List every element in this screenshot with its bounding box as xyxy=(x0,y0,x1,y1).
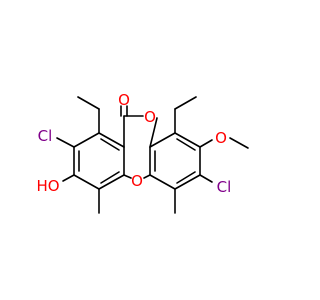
chlorine-left-label: Cl xyxy=(38,127,53,145)
bond-lines xyxy=(56,96,249,214)
chlorine-right-label: Cl xyxy=(217,178,232,196)
hydroxyl-label: HO xyxy=(36,177,59,195)
carbonyl-oxygen-label: O xyxy=(118,91,130,109)
atom-labels: O O O O Cl Cl HO xyxy=(36,91,231,196)
ring-oxygen-bottom-label: O xyxy=(131,172,143,190)
ring-oxygen-top-label: O xyxy=(144,108,156,126)
depsidone-structure: O O O O Cl Cl HO xyxy=(36,91,249,214)
methoxy-oxygen-label: O xyxy=(215,129,227,147)
